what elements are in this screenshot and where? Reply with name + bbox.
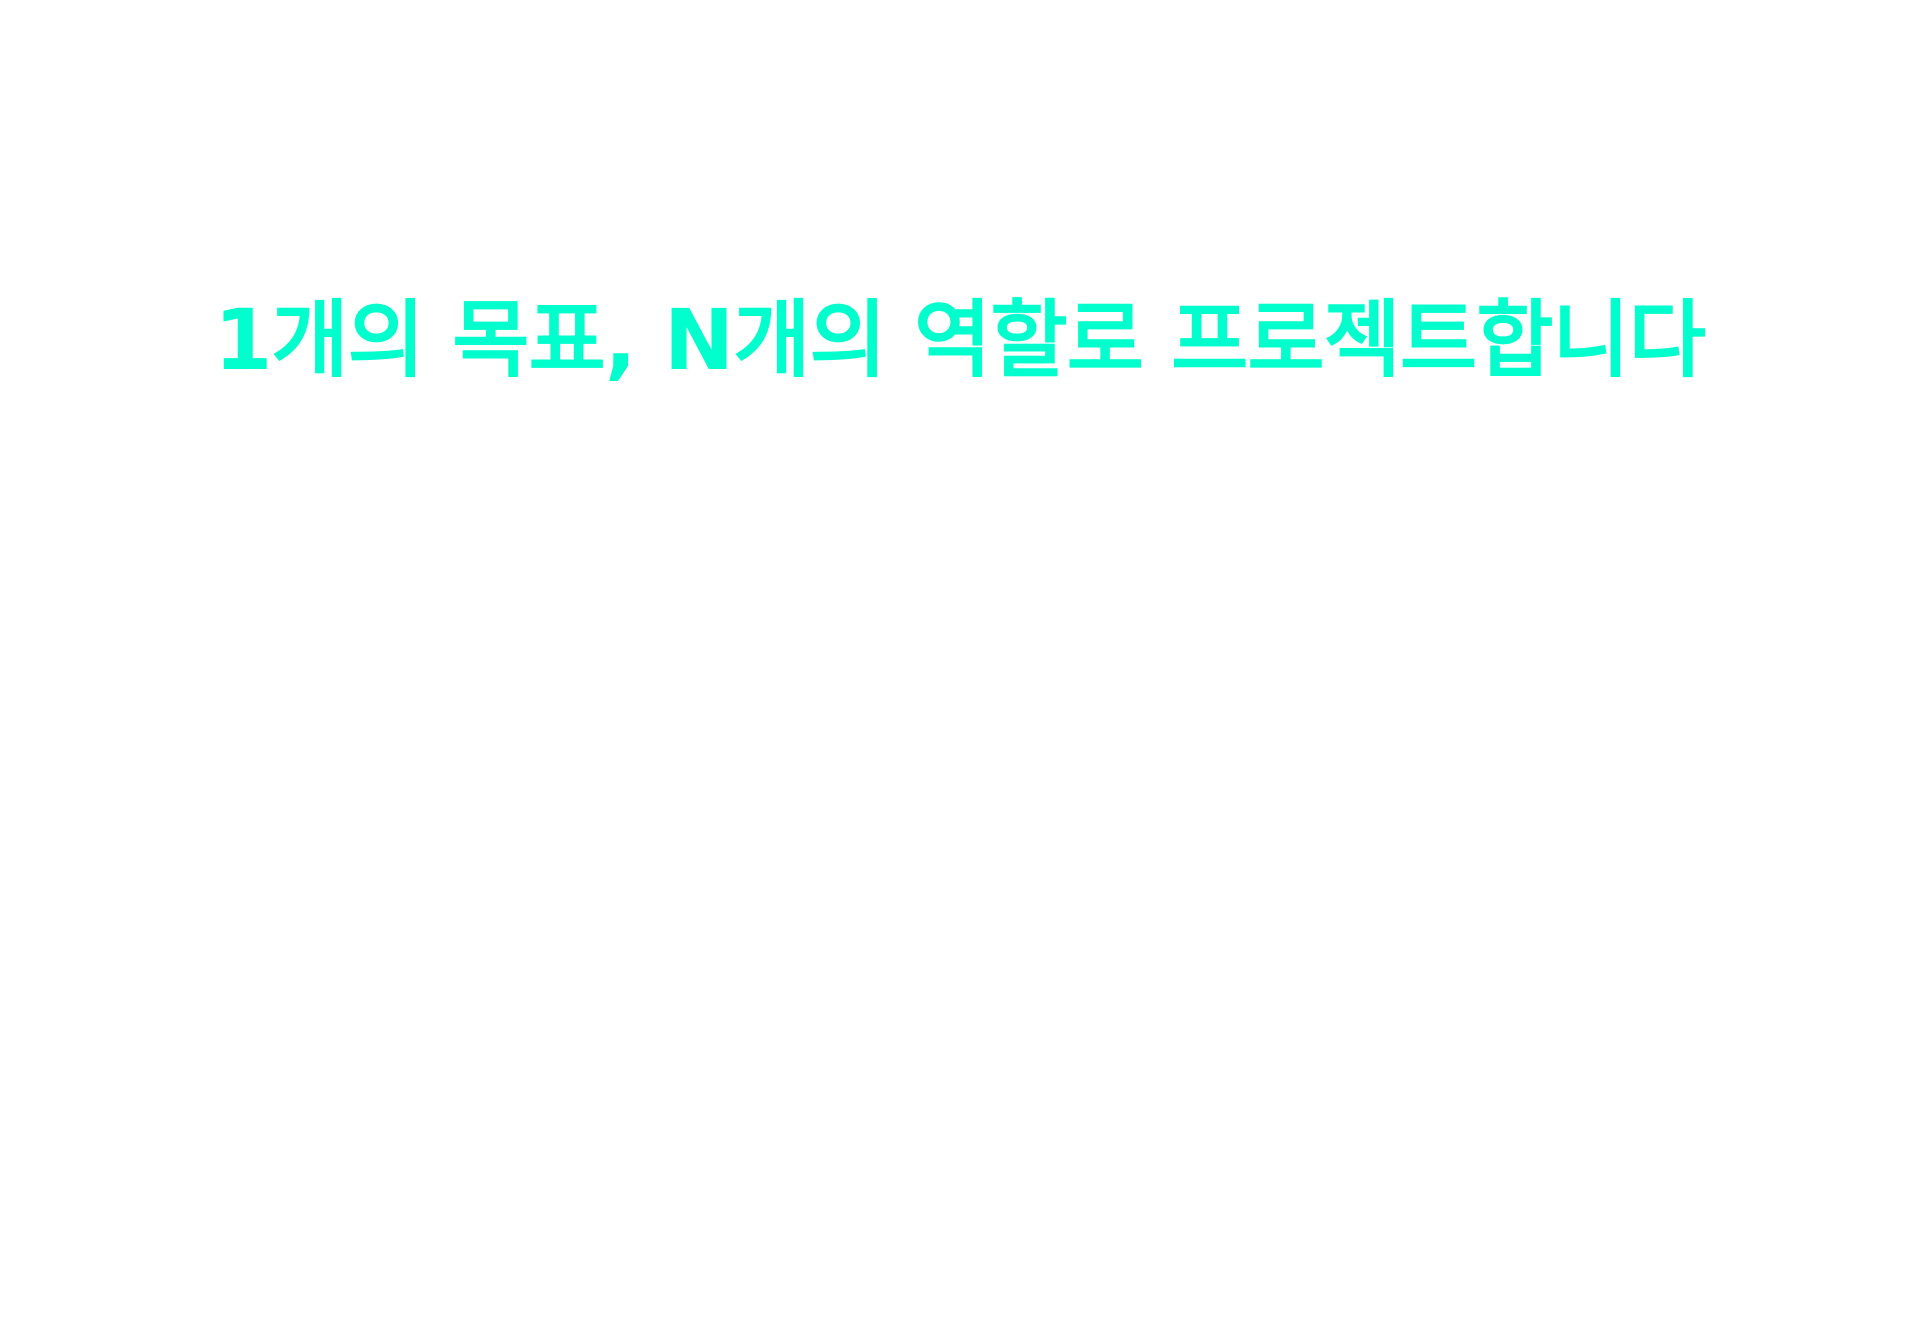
headline-title: 1개의 목표, N개의 역할로 프로젝트합니다 (213, 291, 1706, 389)
